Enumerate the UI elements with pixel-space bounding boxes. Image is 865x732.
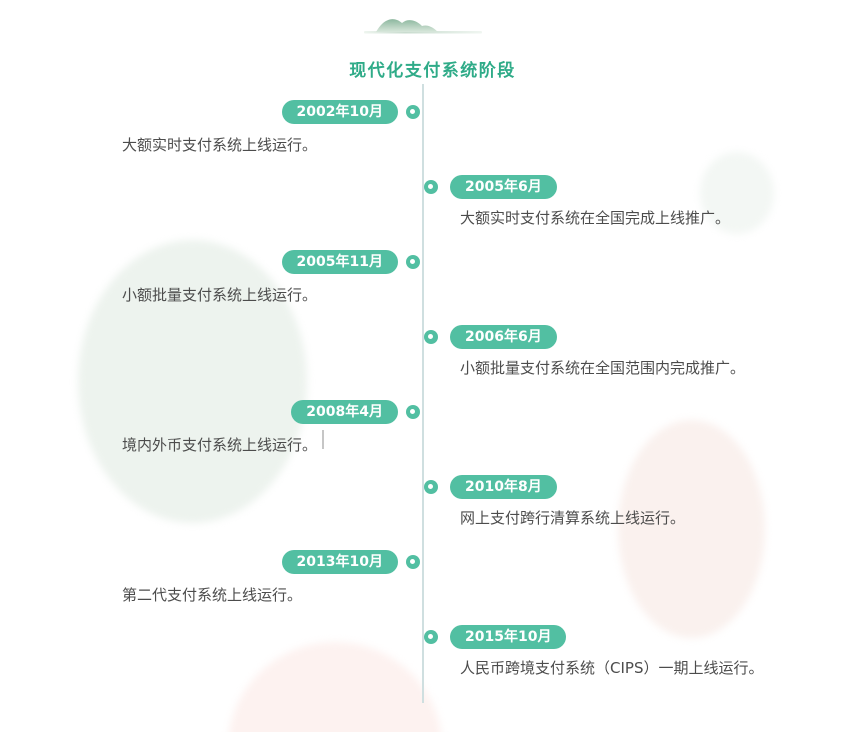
- date-badge: 2013年10月: [281, 550, 398, 574]
- timeline-entry: 2005年6月 大额实时支付系统在全国完成上线推广。: [0, 175, 865, 250]
- page-title: 现代化支付系统阶段: [349, 61, 516, 81]
- entry-text: 境内外币支付系统上线运行。: [122, 436, 318, 454]
- timeline-entry: 2002年10月 大额实时支付系统上线运行。: [0, 100, 865, 175]
- entry-text: 第二代支付系统上线运行。: [122, 586, 303, 604]
- timeline-dot-icon: [424, 180, 438, 194]
- decor-circle-pink: [618, 420, 765, 638]
- entry-text: 人民币跨境支付系统（CIPS）一期上线运行。: [460, 659, 764, 677]
- entry-text: 大额实时支付系统在全国完成上线推广。: [460, 209, 731, 227]
- timeline-entry: 2015年10月 人民币跨境支付系统（CIPS）一期上线运行。: [0, 625, 865, 700]
- timeline-entry: 2006年6月 小额批量支付系统在全国范围内完成推广。: [0, 325, 865, 400]
- hill-icon: [364, 19, 482, 34]
- timeline-dot-icon: [424, 480, 438, 494]
- timeline-dot-icon: [406, 105, 420, 119]
- date-badge: 2005年6月: [450, 175, 557, 199]
- timeline-axis: [422, 84, 424, 703]
- timeline-dot-icon: [424, 330, 438, 344]
- date-badge: 2015年10月: [450, 625, 567, 649]
- date-badge: 2002年10月: [281, 100, 398, 124]
- timeline-dot-icon: [406, 405, 420, 419]
- entry-text: 网上支付跨行清算系统上线运行。: [460, 509, 686, 527]
- timeline-dot-icon: [406, 555, 420, 569]
- timeline-entry: 2010年8月 网上支付跨行清算系统上线运行。: [0, 475, 865, 550]
- entry-text: 小额批量支付系统在全国范围内完成推广。: [460, 359, 746, 377]
- entry-text: 小额批量支付系统上线运行。: [122, 286, 318, 304]
- timeline-dot-icon: [424, 630, 438, 644]
- decor-circle-green: [78, 240, 307, 523]
- timeline-entry: 2013年10月 第二代支付系统上线运行。: [0, 550, 865, 625]
- timeline-dot-icon: [406, 255, 420, 269]
- date-badge: 2008年4月: [291, 400, 398, 424]
- timeline-entry: 2005年11月 小额批量支付系统上线运行。: [0, 250, 865, 325]
- date-badge: 2006年6月: [450, 325, 557, 349]
- decor-circle-mint: [700, 152, 774, 234]
- date-badge: 2005年11月: [281, 250, 398, 274]
- entry-text: 大额实时支付系统上线运行。: [122, 136, 318, 154]
- timeline-entry: 2008年4月 境内外币支付系统上线运行。: [0, 400, 865, 475]
- date-badge: 2010年8月: [450, 475, 557, 499]
- text-cursor: [322, 430, 324, 449]
